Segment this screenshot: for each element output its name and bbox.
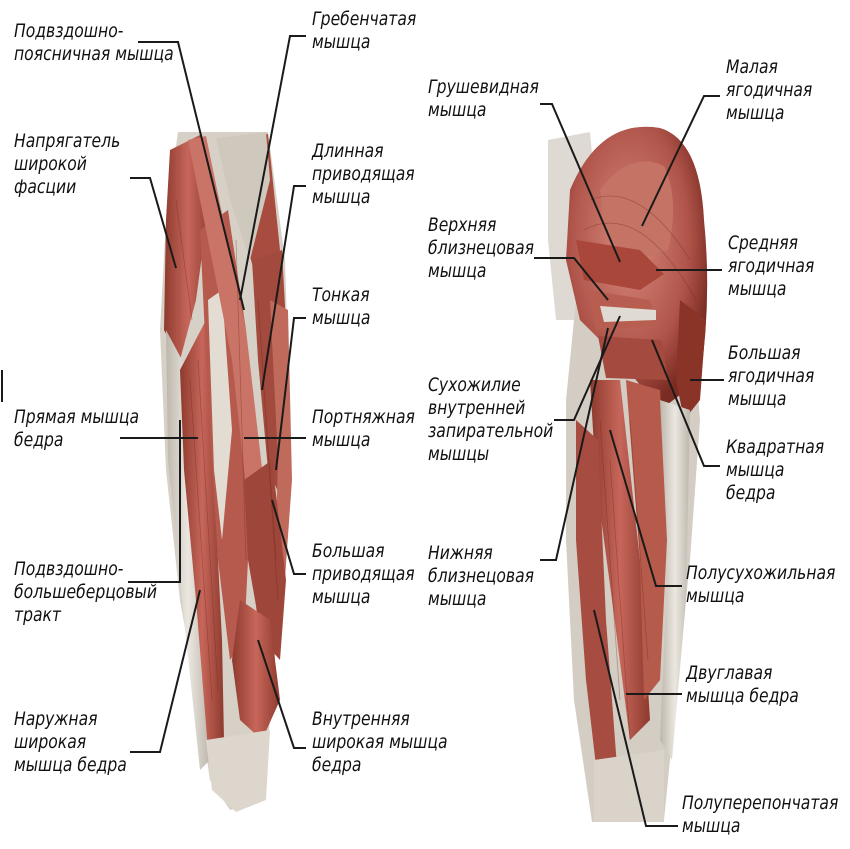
label-gemellus-inferior: Нижняя близнецовая мышца	[428, 542, 534, 611]
label-gluteus-minimus: Малая ягодичная мышца	[726, 56, 812, 125]
label-semimembranosus: Полуперепончатая мышца	[682, 792, 838, 838]
label-vastus-lateralis: Наружная широкая мышца бедра	[14, 708, 127, 777]
label-gemellus-superior: Верхняя близнецовая мышца	[428, 214, 534, 283]
label-iliopsoas: Подвздошно- поясничная мышца	[14, 20, 174, 66]
label-obturator-internus-tendon: Сухожилие внутренней запирательной мышцы	[428, 374, 553, 466]
posterior-thigh-figure	[548, 127, 707, 822]
label-iliotibial-tract: Подвздошно- большеберцовый тракт	[14, 558, 157, 627]
knee-shape	[206, 730, 270, 812]
gluteus-maximus-edge-shape	[676, 300, 706, 420]
label-gracilis: Тонкая мышца	[312, 284, 370, 330]
label-pectineus: Гребенчатая мышца	[312, 8, 416, 54]
label-sartorius: Портняжная мышца	[312, 406, 415, 452]
label-gluteus-maximus: Большая ягодичная мышца	[728, 342, 814, 411]
label-tensor-fasciae-latae: Напрягатель широкой фасции	[14, 130, 120, 199]
label-adductor-magnus: Большая приводящая мышца	[312, 540, 415, 609]
label-biceps-femoris: Двуглавая мышца бедра	[686, 662, 799, 708]
label-gluteus-medius: Средняя ягодичная мышца	[728, 232, 814, 301]
label-piriformis: Грушевидная мышца	[428, 76, 539, 122]
label-adductor-longus: Длинная приводящая мышца	[312, 140, 415, 209]
label-vastus-medialis: Внутренняя широкая мышца бедра	[312, 708, 448, 777]
label-semitendinosus: Полусухожильная мышца	[686, 562, 835, 608]
label-quadratus-femoris: Квадратная мышца бедра	[726, 436, 824, 505]
popliteal-shape	[594, 750, 664, 822]
label-rectus-femoris: Прямая мышца бедра	[14, 406, 139, 452]
